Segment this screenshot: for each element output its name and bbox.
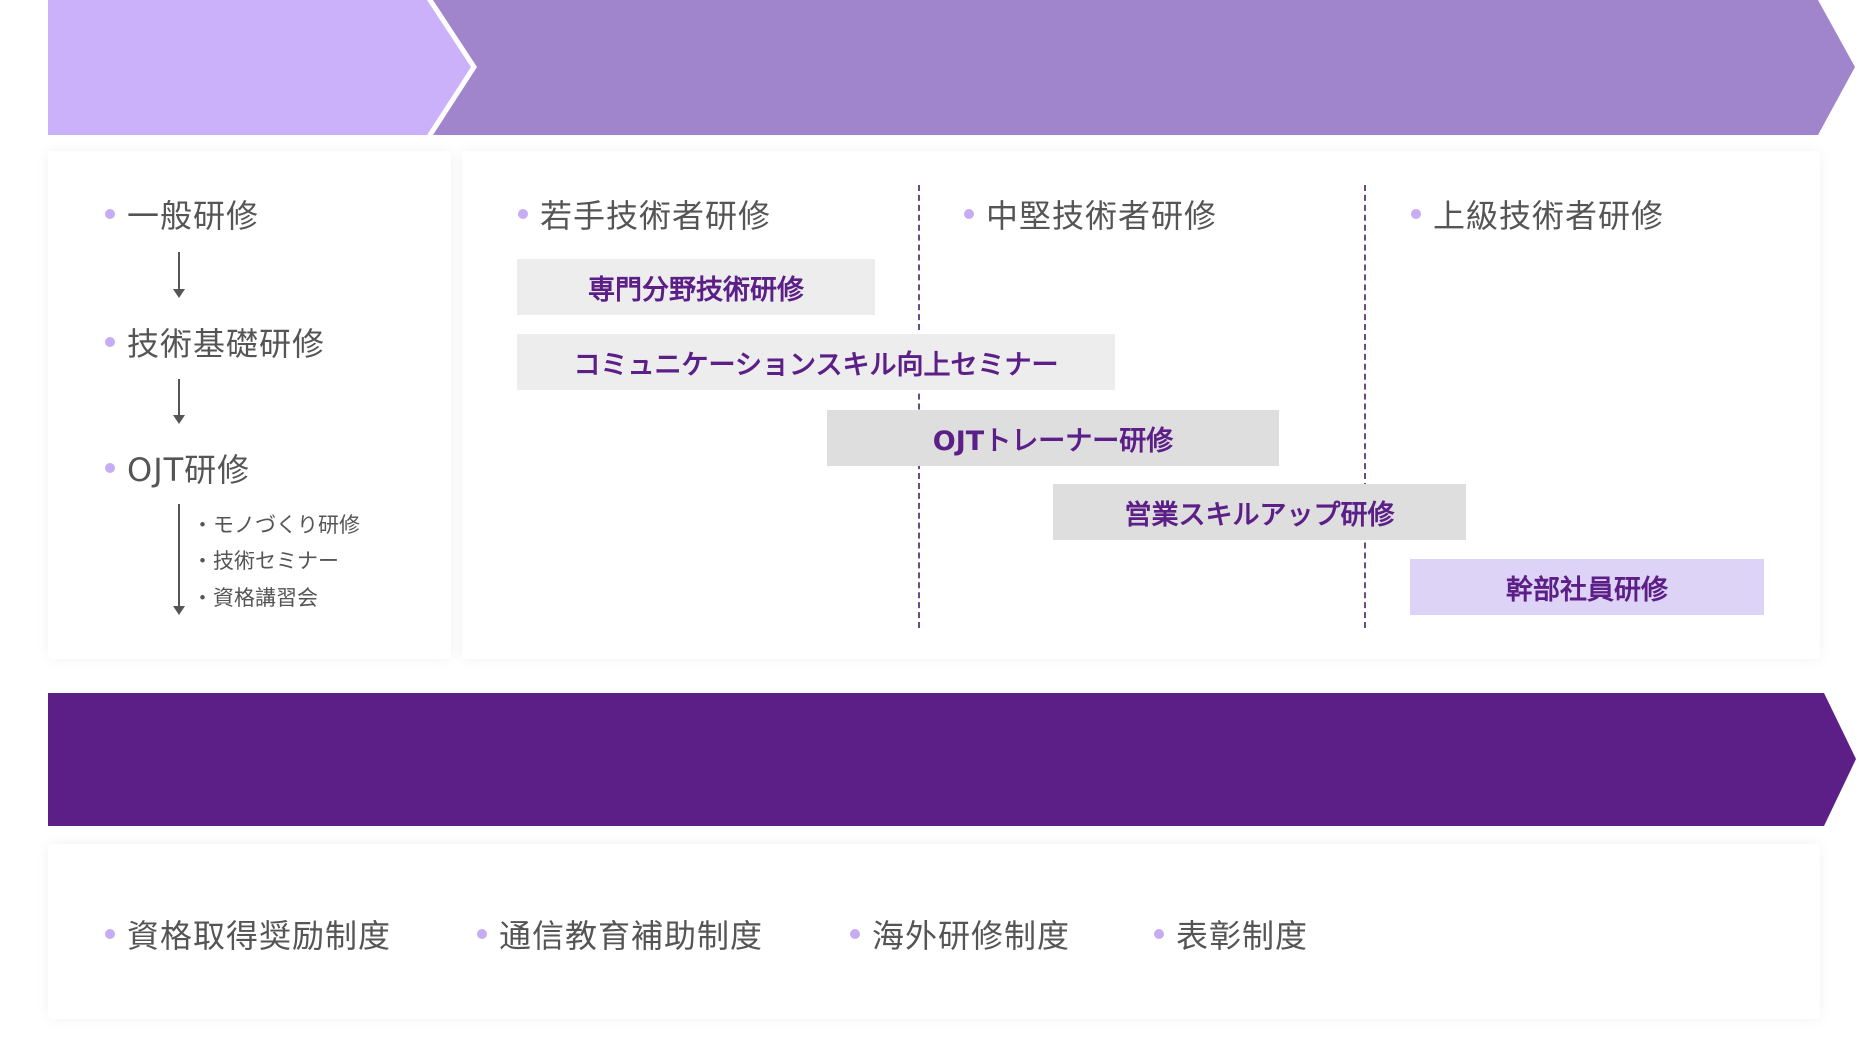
training-bar: 幹部社員研修: [1410, 559, 1764, 615]
arrow-down-icon: [173, 252, 185, 298]
item-label: 資格取得奨励制度: [127, 917, 392, 955]
training-bar: コミュニケーションスキル向上セミナー: [517, 334, 1115, 390]
level-header: 中堅技術者研修: [964, 191, 1217, 237]
training-bar: 専門分野技術研修: [517, 259, 875, 315]
column-divider: [1364, 185, 1366, 628]
bullet-icon: [964, 209, 974, 219]
item-label: OJT研修: [127, 451, 251, 489]
sub-item: ・モノづくり研修: [192, 513, 360, 537]
banner-general: [48, 0, 471, 135]
bullet-icon: [477, 929, 487, 939]
header-label: 中堅技術者研修: [986, 197, 1218, 235]
item-label: 表彰制度: [1176, 917, 1309, 955]
arrow-down-icon: [173, 379, 185, 424]
bullet-icon: [518, 209, 528, 219]
bullet-icon: [1154, 929, 1164, 939]
support-item: 表彰制度: [1154, 911, 1308, 957]
sub-item: ・技術セミナー: [192, 549, 339, 573]
training-bar: OJTトレーナー研修: [827, 410, 1279, 466]
level-header: 若手技術者研修: [518, 191, 771, 237]
general-training-card: [48, 151, 451, 659]
banner-levels: [433, 0, 1855, 135]
general-item: OJT研修: [105, 445, 250, 491]
support-item: 海外研修制度: [850, 911, 1070, 957]
bullet-icon: [1411, 209, 1421, 219]
support-item: 資格取得奨励制度: [105, 911, 391, 957]
bullet-icon: [105, 337, 115, 347]
support-system-card: [48, 844, 1820, 1019]
arrow-down-icon: [173, 504, 185, 615]
header-label: 上級技術者研修: [1433, 197, 1665, 235]
sub-item: ・資格講習会: [192, 586, 318, 610]
support-item: 通信教育補助制度: [477, 911, 763, 957]
column-divider: [918, 185, 920, 628]
item-label: 一般研修: [127, 197, 260, 235]
bullet-icon: [105, 463, 115, 473]
item-label: 技術基礎研修: [127, 325, 326, 363]
training-bar: 営業スキルアップ研修: [1053, 484, 1466, 540]
bullet-icon: [105, 209, 115, 219]
general-item: 技術基礎研修: [105, 319, 325, 365]
level-header: 上級技術者研修: [1411, 191, 1664, 237]
bullet-icon: [850, 929, 860, 939]
banner-support: [48, 693, 1856, 826]
item-label: 通信教育補助制度: [499, 917, 764, 955]
bullet-icon: [105, 929, 115, 939]
item-label: 海外研修制度: [872, 917, 1071, 955]
header-label: 若手技術者研修: [540, 197, 772, 235]
general-item: 一般研修: [105, 191, 259, 237]
